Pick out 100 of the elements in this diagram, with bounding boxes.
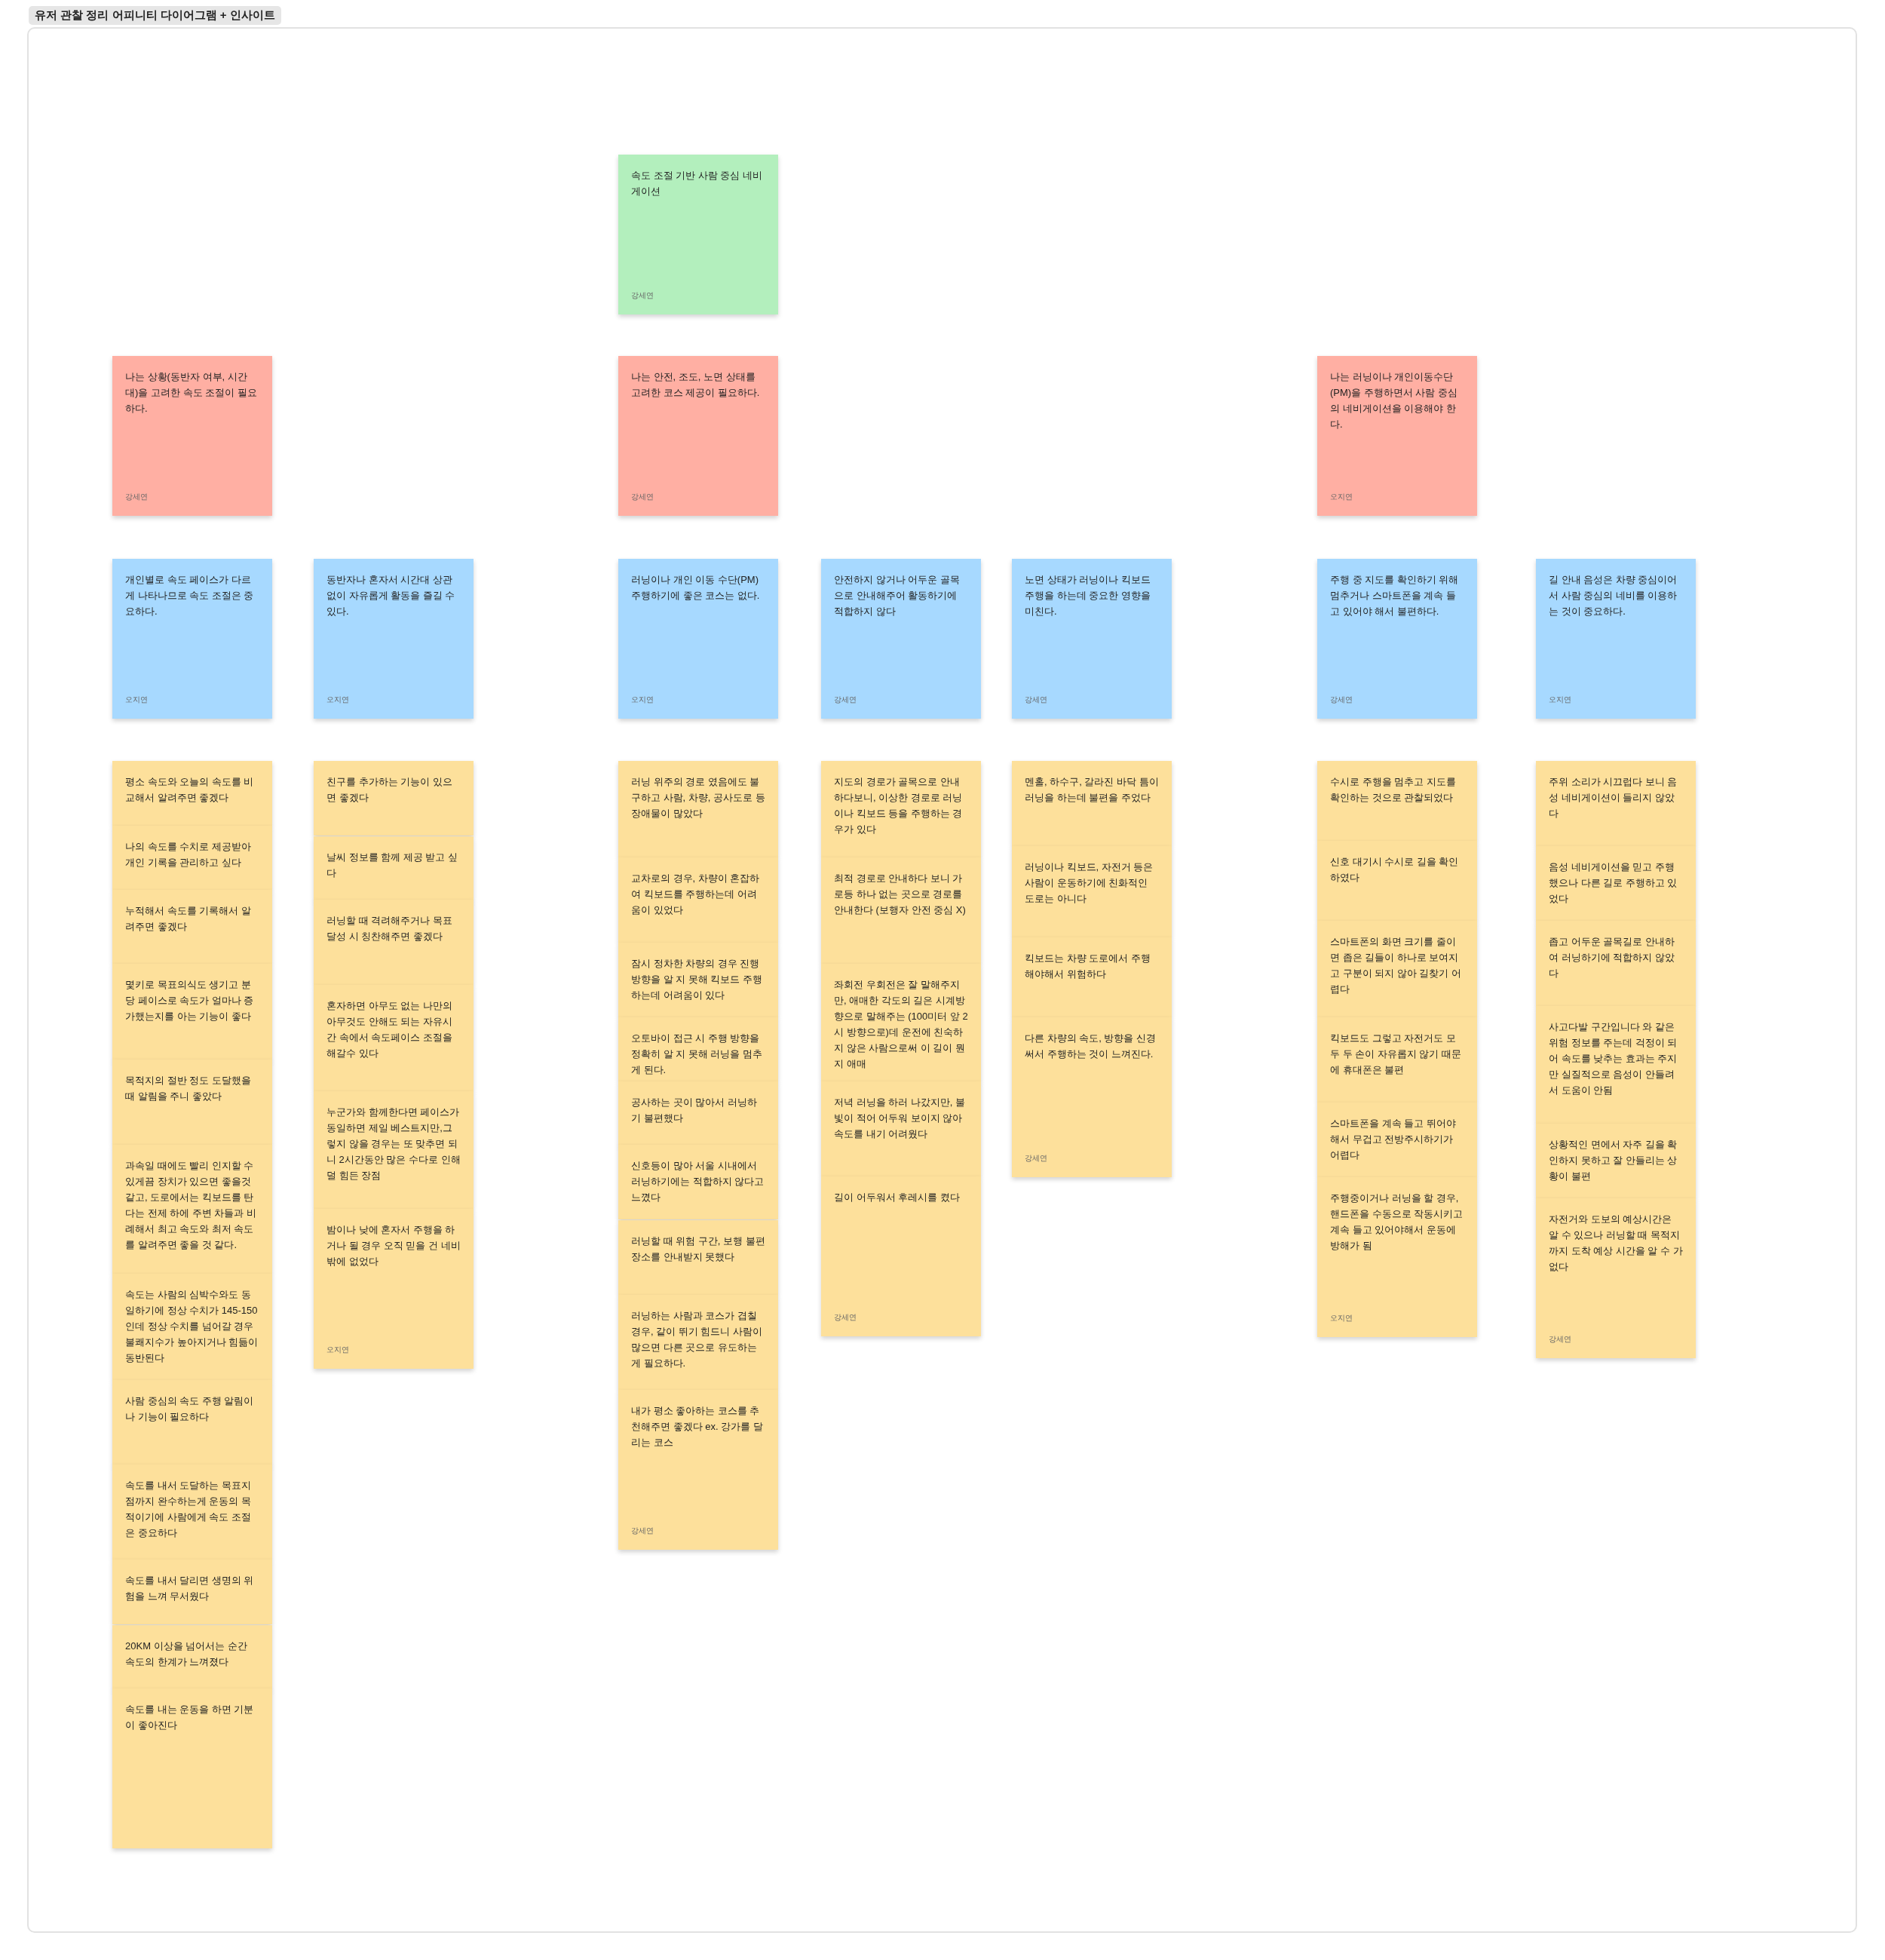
sticky-note [821, 559, 981, 719]
note-text: 길이 어두워서 후레시를 켰다 [834, 1191, 961, 1204]
note-text: 나는 안전, 조도, 노면 상태를 고려한 코스 제공이 필요하다. [631, 370, 761, 400]
sticky-note [618, 155, 778, 314]
note-text: 교차로의 경우, 차량이 혼잡하여 킥보드를 주행하는데 어려움이 있었다 [631, 872, 761, 917]
sticky-note [618, 857, 778, 943]
note-text: 평소 속도와 오늘의 속도를 비교해서 알려주면 좋겠다 [125, 775, 255, 805]
note-text: 수시로 주행을 멈추고 지도를 확인하는 것으로 관찰되었다 [1330, 775, 1457, 805]
sticky-note [314, 985, 474, 1091]
sticky-note [1317, 1177, 1477, 1337]
author-name: 오지연 [125, 695, 148, 705]
note-text: 저녁 러닝을 하러 나갔지만, 불빛이 적어 어두워 보이지 않아 속도를 내기 어려웠다 [834, 1096, 967, 1141]
note-text: 속도 조절 기반 사람 중심 네비게이션 [631, 169, 764, 198]
note-text: 킥보드도 그렇고 자전거도 모두 두 손이 자유롭지 않기 때문에 휴대폰은 불편 [1330, 1032, 1463, 1077]
sticky-note [112, 1625, 272, 1689]
author-name: 강세연 [834, 695, 857, 705]
note-text: 몇키로 목표의식도 생기고 분당 페이스로 속도가 얼마나 증가했는지를 아는 기능이 좋다 [125, 978, 255, 1023]
sticky-note [618, 1017, 778, 1081]
note-text: 노면 상태가 러닝이나 킥보드 주행을 하는데 중요한 영향을 미친다. [1025, 573, 1151, 618]
note-text: 친구를 추가하는 기능이 있으면 좋겠다 [326, 775, 453, 805]
note-text: 잠시 정차한 차량의 경우 진행 방향을 알 지 못해 킥보드 주행 하는데 어려움이 있다 [631, 957, 764, 1002]
sticky-note [112, 1380, 272, 1465]
sticky-note [618, 356, 778, 516]
note-text: 오토바이 접근 시 주행 방향을 정확히 알 지 못해 러닝을 멈추게 된다. [631, 1032, 764, 1077]
sticky-note [112, 826, 272, 890]
note-text: 사고다발 구간입니다 와 같은 위험 정보를 주는데 걱정이 되어 속도를 낮추는 효과는 주지만 실질적으로 음성이 안들려서 도움이 안됨 [1549, 1020, 1678, 1097]
note-text: 나는 상황(동반자 여부, 시간대)을 고려한 속도 조절이 필요하다. [125, 370, 258, 416]
note-text: 혼자하면 아무도 없는 나만의 아무것도 안해도 되는 자유시간 속에서 속도페이스 조절을 해갈수 있다 [326, 999, 453, 1060]
note-text: 사람 중심의 속도 주행 알림이나 기능이 필요하다 [125, 1394, 255, 1424]
note-text: 안전하지 않거나 어두운 골목으로 안내해주어 활동하기에 적합하지 않다 [834, 573, 961, 618]
note-text: 러닝이나 킥보드, 자전거 등은 사람이 운동하기에 친화적인 도로는 아니다 [1025, 860, 1154, 906]
sticky-note [314, 1091, 474, 1209]
note-text: 속도를 내서 달리면 생명의 위험을 느껴 무서웠다 [125, 1574, 255, 1603]
sticky-note [618, 761, 778, 857]
author-name: 오지연 [1330, 1313, 1353, 1324]
sticky-note [314, 1209, 474, 1369]
sticky-note [112, 890, 272, 964]
sticky-note [618, 1295, 778, 1390]
note-text: 속도는 사람의 심박수와도 동일하기에 정상 수치가 145-150인데 정상 수치를 넘어갈 경우 불쾌지수가 높아지거나 힘듦이 동반된다 [125, 1288, 259, 1365]
note-text: 러닝할 때 격려해주거나 목표 달성 시 칭찬해주면 좋겠다 [326, 914, 453, 943]
note-text: 나는 러닝이나 개인이동수단(PM)을 주행하면서 사람 중심의 네비게이션을 이용해야 한다. [1330, 370, 1458, 431]
sticky-note [618, 1220, 778, 1295]
sticky-note [112, 761, 272, 826]
author-name: 강세연 [631, 290, 654, 301]
sticky-note [1536, 1006, 1696, 1124]
note-text: 공사하는 곳이 많아서 러닝하기 불편했다 [631, 1096, 758, 1125]
author-name: 오지연 [326, 695, 349, 705]
note-text: 목적지의 절반 정도 도달했을 때 알림을 주니 좋았다 [125, 1074, 252, 1103]
author-name: 강세연 [125, 492, 148, 502]
author-name: 오지연 [1549, 695, 1571, 705]
note-text: 자전거와 도보의 예상시간은 알 수 있으나 러닝할 때 목적지까지 도착 예상 시간을 알 수 가 없다 [1549, 1213, 1683, 1274]
sticky-note [314, 836, 474, 900]
sticky-note [618, 1390, 778, 1550]
note-text: 지도의 경로가 골목으로 안내하다보니, 이상한 경로로 러닝이나 킥보드 등을 주행하는 경우가 있다 [834, 775, 964, 836]
note-text: 킥보드는 차량 도로에서 주행해야해서 위험하다 [1025, 952, 1151, 981]
sticky-note [112, 1465, 272, 1560]
note-text: 누군가와 함께한다면 페이스가 동일하면 제일 베스트지만,그렇지 않을 경우는 또 맞추면 되니 2시간동안 많은 수다로 인해 덜 힘든 장점 [326, 1106, 461, 1182]
sticky-note [821, 964, 981, 1081]
note-text: 러닝이나 개인 이동 수단(PM) 주행하기에 좋은 코스는 없다. [631, 573, 761, 603]
note-text: 길 안내 음성은 차량 중심이어서 사람 중심의 네비를 이용하는 것이 중요하다. [1549, 573, 1678, 618]
note-text: 스마트폰을 계속 들고 뛰어야해서 무겁고 전방주시하기가 어렵다 [1330, 1117, 1457, 1162]
sticky-note [1012, 846, 1172, 937]
note-text: 주행중이거나 러닝을 할 경우, 핸드폰을 수동으로 작동시키고 계속 들고 있어야해서 운동에 방해가 됨 [1330, 1192, 1464, 1253]
author-name: 강세연 [834, 1312, 857, 1323]
note-text: 러닝 위주의 경로 였음에도 불구하고 사람, 차량, 공사도로 등 장애물이 많았다 [631, 775, 765, 821]
sticky-note [112, 1560, 272, 1624]
sticky-note [314, 761, 474, 836]
note-text: 개인별로 속도 페이스가 다르게 나타나므로 속도 조절은 중요하다. [125, 573, 255, 618]
sticky-note [1317, 841, 1477, 921]
sticky-note [1317, 559, 1477, 719]
sticky-note [112, 559, 272, 719]
author-name: 강세연 [631, 492, 654, 502]
sticky-note [618, 1081, 778, 1146]
note-text: 과속일 때에도 빨리 인지할 수 있게끔 장치가 있으면 좋을것 같고, 도로에서는 킥보드를 탄다는 전제 하에 주변 차들과 비례해서 최고 속도와 최저 속도를 알려주면 좋을 것 같다. [125, 1159, 258, 1252]
sticky-note [1536, 761, 1696, 846]
note-text: 러닝할 때 위험 구간, 보행 불편 장소를 안내받지 못했다 [631, 1235, 765, 1264]
sticky-note [1317, 1017, 1477, 1103]
note-text: 음성 네비게이션을 믿고 주행했으나 다른 길로 주행하고 있었다 [1549, 860, 1678, 906]
note-text: 주위 소리가 시끄럽다 보니 음성 네비게이션이 들리지 않았다 [1549, 775, 1678, 821]
sticky-note [1536, 559, 1696, 719]
sticky-note [1012, 1017, 1172, 1177]
note-text: 상황적인 면에서 자주 길을 확인하지 못하고 잘 안들리는 상황이 불편 [1549, 1138, 1678, 1183]
sticky-note [821, 761, 981, 857]
author-name: 오지연 [631, 695, 654, 705]
note-text: 주행 중 지도를 확인하기 위해 멈추거나 스마트폰을 계속 들고 있어야 해서 불편하다. [1330, 573, 1460, 618]
author-name: 강세연 [1025, 695, 1047, 705]
note-text: 좌회전 우회전은 잘 말해주지만, 애매한 각도의 길은 시계방향으로 말해주는 (100미터 앞 2시 방향으로)데 운전에 친숙하지 않은 사람으로써 이 길이 뭔지 애매 [834, 978, 968, 1071]
frame-title: 유저 관찰 정리 어피니티 다이어그램 + 인사이트 [29, 6, 281, 25]
sticky-note [112, 964, 272, 1060]
note-text: 신호등이 많아 서울 시내에서 러닝하기에는 적합하지 않다고 느꼈다 [631, 1159, 765, 1204]
note-text: 밤이나 낮에 혼자서 주행을 하거나 될 경우 오직 믿을 건 네비밖에 없었다 [326, 1223, 461, 1268]
sticky-note [618, 1145, 778, 1219]
note-text: 최적 경로로 안내하다 보니 가로등 하나 없는 곳으로 경로를 안내한다 (보행자 안전 중심 X) [834, 872, 967, 917]
sticky-note [821, 857, 981, 964]
author-name: 오지연 [1330, 492, 1353, 502]
sticky-note [1536, 846, 1696, 921]
note-text: 속도를 내는 운동을 하면 기분이 좋아진다 [125, 1703, 255, 1732]
sticky-note [1317, 761, 1477, 841]
note-text: 내가 평소 좋아하는 코스를 추천해주면 좋겠다 ex. 강가를 달리는 코스 [631, 1404, 764, 1449]
note-text: 러닝하는 사람과 코스가 겹칠 경우, 같이 뛰기 힘드니 사람이 많으면 다른 곳으로 유도하는 게 필요하다. [631, 1309, 764, 1370]
